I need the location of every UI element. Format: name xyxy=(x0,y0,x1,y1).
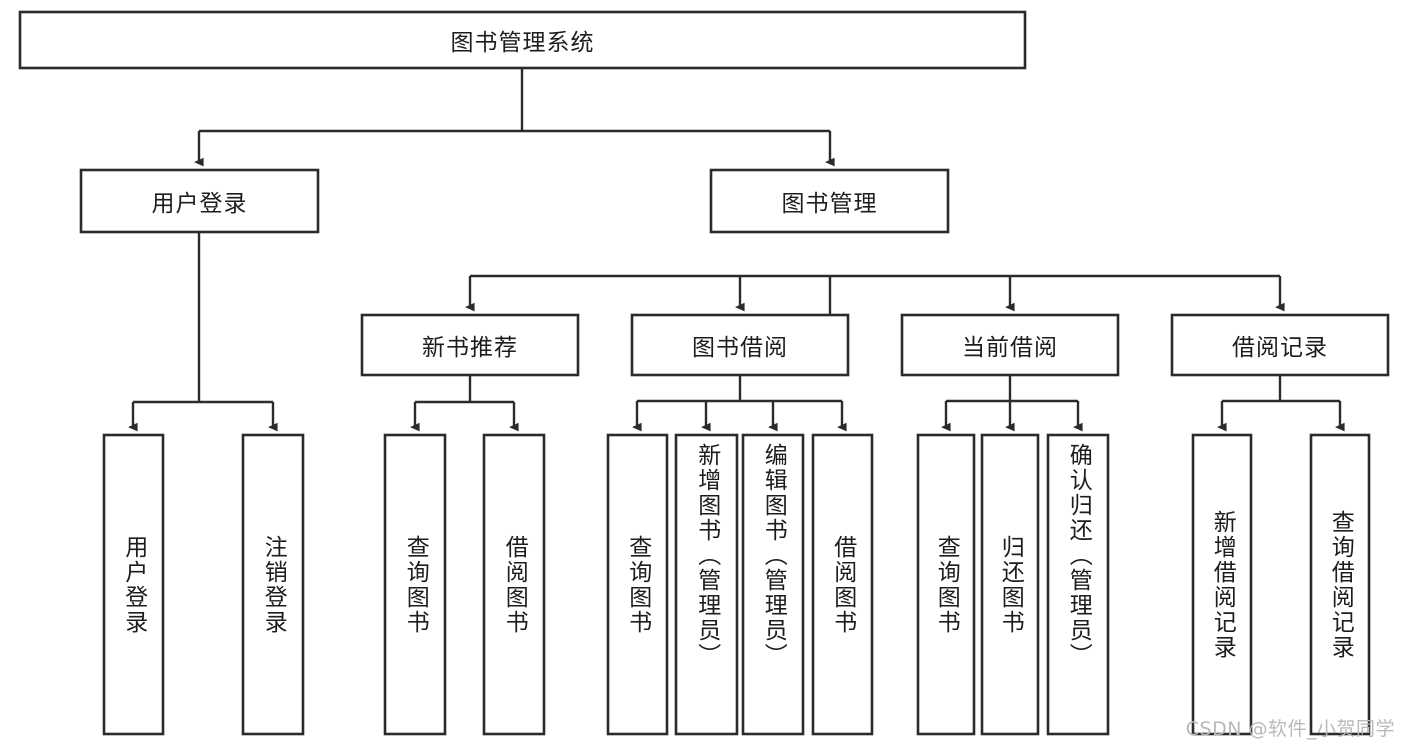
node-boxes xyxy=(18,10,1390,736)
node-box-new-book[interactable] xyxy=(360,313,580,377)
connectors xyxy=(128,68,1345,432)
node-box-leaf-new-query[interactable] xyxy=(383,433,447,736)
node-box-borrow-record[interactable] xyxy=(1170,313,1390,377)
node-box-leaf-rec-query[interactable] xyxy=(1309,433,1371,736)
node-box-book-borrow[interactable] xyxy=(630,313,850,377)
node-box-leaf-cur-confirm[interactable] xyxy=(1046,433,1110,736)
node-box-leaf-user-logout[interactable] xyxy=(241,433,305,736)
node-box-leaf-br-query[interactable] xyxy=(606,433,669,736)
node-box-current-borrow[interactable] xyxy=(900,313,1120,377)
node-box-leaf-rec-add[interactable] xyxy=(1191,433,1253,736)
node-box-leaf-new-borrow[interactable] xyxy=(482,433,546,736)
node-box-leaf-user-login[interactable] xyxy=(102,433,165,736)
node-box-leaf-cur-query[interactable] xyxy=(916,433,976,736)
node-box-leaf-br-edit[interactable] xyxy=(741,433,805,736)
node-box-book-manage[interactable] xyxy=(709,168,950,234)
node-box-leaf-cur-return[interactable] xyxy=(980,433,1040,736)
node-box-leaf-br-add[interactable] xyxy=(674,433,739,736)
node-box-leaf-br-borrow[interactable] xyxy=(811,433,874,736)
node-box-user-login[interactable] xyxy=(79,168,320,234)
node-box-root[interactable] xyxy=(18,10,1027,70)
